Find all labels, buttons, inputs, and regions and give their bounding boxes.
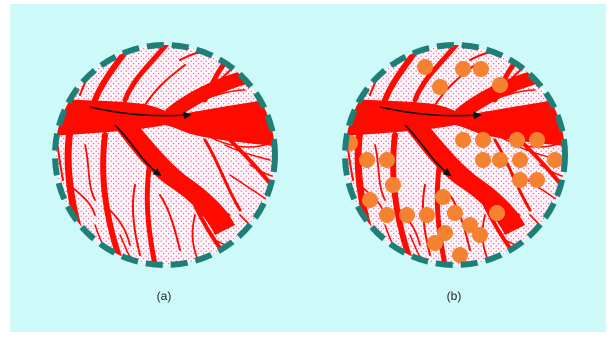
panel-a-tissue [35, 30, 285, 265]
caption-b: (b) [434, 289, 474, 303]
panel-b-tissue [325, 30, 575, 265]
caption-a: (a) [144, 289, 184, 303]
